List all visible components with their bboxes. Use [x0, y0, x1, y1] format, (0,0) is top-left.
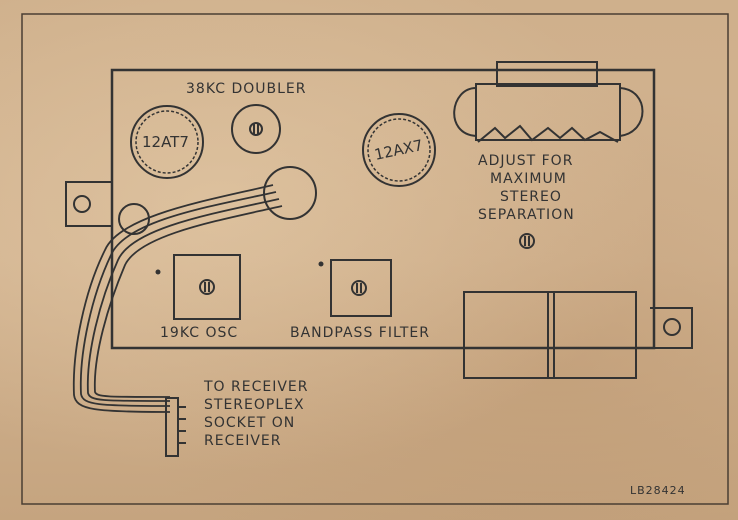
cable-bundle [72, 184, 283, 413]
cable-grommet [263, 166, 317, 220]
mount-tab-left [65, 181, 112, 227]
separation-control-assembly [453, 61, 644, 143]
receiver-label-line-2: STEREOPLEX [204, 397, 305, 413]
chassis-marker-dot [155, 269, 161, 275]
mount-tab-right [650, 307, 693, 349]
separation-adjust-screw [519, 233, 535, 249]
adjust-label-line-1: ADJUST FOR [478, 153, 574, 169]
bandpass-label: BANDPASS FILTER [290, 325, 430, 341]
chassis-cable-hole [118, 203, 150, 235]
doubler-label: 38KC DOUBLER [186, 81, 307, 97]
chassis-outline [110, 68, 656, 350]
osc-label: 19KC OSC [160, 325, 239, 341]
receiver-label-line-4: RECEIVER [204, 433, 282, 449]
receiver-label-line-1: TO RECEIVER [204, 379, 309, 395]
receiver-label-line-3: SOCKET ON [204, 415, 296, 431]
tube-12at7 [130, 105, 204, 179]
outer-frame [21, 13, 729, 505]
part-code: LB28424 [630, 484, 686, 497]
adjust-label-line-2: MAXIMUM [490, 171, 567, 187]
osc-coil [173, 254, 241, 320]
receiver-plug [165, 397, 186, 457]
filter-capacitor [463, 291, 637, 379]
adjust-label-line-4: SEPARATION [478, 207, 575, 223]
doubler-adjust-screw [231, 104, 281, 154]
tube-12at7-label: 12AT7 [142, 133, 189, 151]
chassis-marker-dot-2 [318, 261, 324, 267]
adjust-label-line-3: STEREO [500, 189, 562, 205]
bandpass-coil [330, 259, 392, 317]
tube-12ax7 [362, 113, 436, 187]
